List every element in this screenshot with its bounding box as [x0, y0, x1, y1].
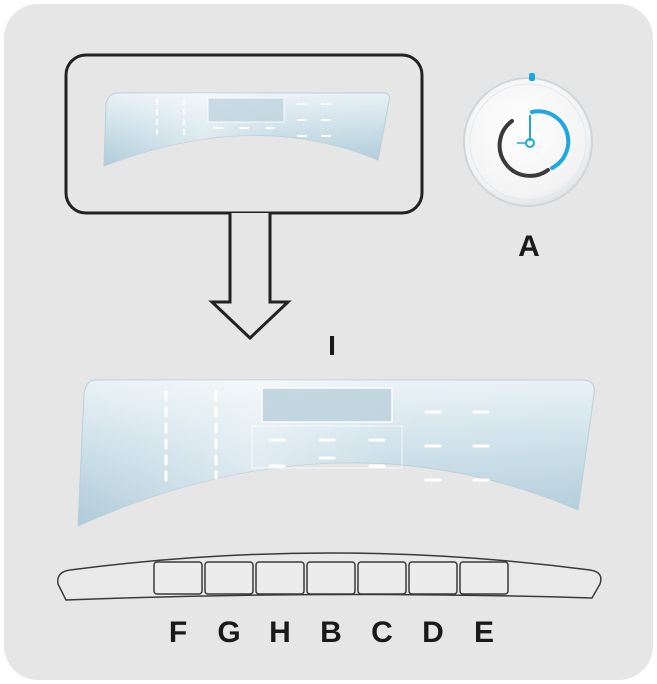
zoom-arrow: [208, 213, 292, 341]
button-f[interactable]: [153, 561, 203, 595]
large-display-segments: [164, 390, 490, 482]
small-display-segments: [156, 99, 331, 137]
label-button-f: F: [169, 616, 187, 649]
lcd-window: [261, 387, 393, 423]
large-display-panel: [77, 379, 595, 527]
button-e[interactable]: [459, 561, 509, 595]
label-button-c: C: [371, 616, 393, 649]
label-knob: A: [518, 230, 540, 263]
power-dial-icon: [463, 73, 593, 207]
button-strip: [57, 552, 602, 601]
button-c[interactable]: [357, 561, 407, 595]
label-display: I: [328, 330, 336, 361]
label-button-b: B: [320, 616, 342, 649]
label-button-d: D: [422, 616, 444, 649]
button-g[interactable]: [204, 561, 254, 595]
button-d[interactable]: [408, 561, 458, 595]
label-button-g: G: [217, 616, 240, 649]
button-b[interactable]: [306, 561, 356, 595]
label-button-h: H: [269, 616, 291, 649]
small-display-panel: [103, 92, 390, 167]
button-h[interactable]: [255, 561, 305, 595]
label-button-e: E: [474, 616, 494, 649]
